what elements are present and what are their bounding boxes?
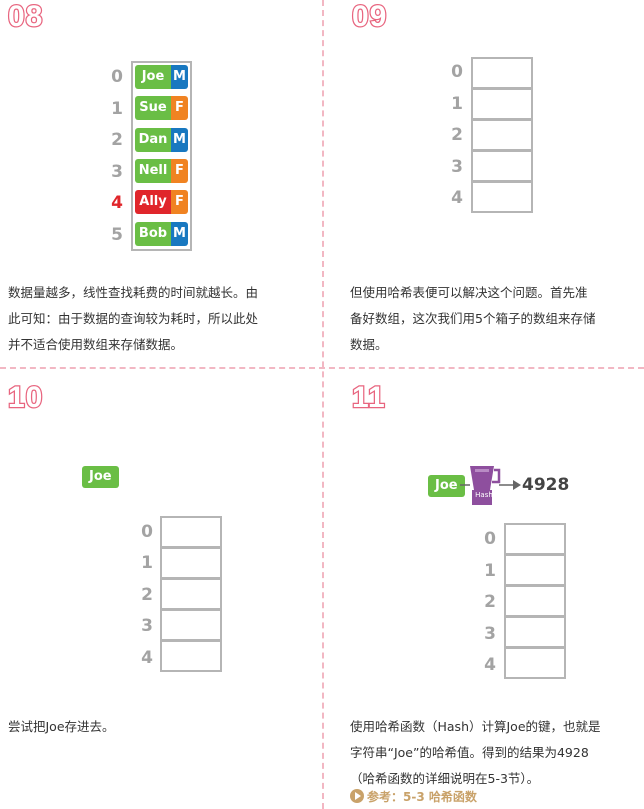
array-index: 1 (141, 553, 153, 573)
name-cell: Joe (135, 65, 171, 89)
description-line: 字符串“Joe”的哈希值。得到的结果为4928 (350, 745, 589, 760)
array-box (160, 578, 222, 610)
array-box (160, 640, 222, 672)
array-box (504, 585, 566, 617)
description-line: 使用哈希函数（Hash）计算Joe的键，也就是 (350, 719, 601, 734)
name-cell: Sue (135, 96, 171, 120)
description-line: 尝试把Joe存进去。 (8, 719, 115, 734)
panel-08-description: 数据量越多，线性查找耗费的时间就越长。由 此可知：由于数据的查询较为耗时，所以此… (8, 280, 258, 358)
step-number-10: 10 (7, 380, 44, 416)
array-index: 2 (111, 130, 123, 150)
play-arrow-icon (350, 789, 364, 803)
array-index: 3 (141, 616, 153, 636)
array-index: 5 (111, 225, 123, 245)
array-index: 1 (451, 94, 463, 114)
description-line: 但使用哈希表便可以解决这个问题。首先准 (350, 285, 588, 300)
reference-text: 参考：5-3 哈希函数 (367, 790, 477, 804)
sex-cell: F (171, 159, 188, 183)
array-index: 1 (484, 561, 496, 581)
step-number-11: 11 (351, 380, 386, 416)
array-index: 3 (484, 624, 496, 644)
array-index: 4 (484, 655, 496, 675)
sex-cell: M (171, 222, 188, 246)
horizontal-divider (0, 367, 644, 369)
array-box (471, 57, 533, 89)
joe-key-tag: Joe (428, 475, 465, 497)
array-box (160, 547, 222, 579)
name-cell: Dan (135, 128, 171, 152)
array-index: 0 (484, 529, 496, 549)
array-box (160, 609, 222, 641)
description-line: 并不适合使用数组来存储数据。 (8, 337, 184, 352)
description-line: 数据量越多，线性查找耗费的时间就越长。由 (8, 285, 259, 300)
vertical-divider (322, 0, 324, 809)
array-index: 2 (484, 592, 496, 612)
description-line: 此可知：由于数据的查询较为耗时，所以此处 (8, 311, 259, 326)
array-row-highlighted: Ally F (133, 188, 190, 216)
sex-cell: M (171, 128, 188, 152)
sex-cell: F (171, 190, 188, 214)
array-row: Nell F (133, 157, 190, 185)
panel-10-description: 尝试把Joe存进去。 (8, 714, 115, 740)
name-cell: Ally (135, 190, 171, 214)
name-cell: Nell (135, 159, 171, 183)
description-line: 数据。 (350, 337, 388, 352)
array-index: 0 (111, 67, 123, 87)
array-box (504, 647, 566, 679)
array-index: 4 (141, 648, 153, 668)
array-row: Dan M (133, 126, 190, 154)
step-number-09: 09 (351, 0, 388, 34)
array-index: 4 (451, 188, 463, 208)
array-index: 3 (451, 157, 463, 177)
description-line: 备好数组，这次我们用5个箱子的数组来存储 (350, 311, 596, 326)
array-box (471, 88, 533, 120)
array-box (504, 554, 566, 586)
array-box (504, 523, 566, 555)
array-box (471, 119, 533, 151)
sex-cell: M (171, 65, 188, 89)
array-index: 0 (141, 522, 153, 542)
description-line: （哈希函数的详细说明在5-3节）。 (350, 771, 540, 786)
step-number-08: 08 (7, 0, 44, 34)
array-index: 3 (111, 162, 123, 182)
array-row: Sue F (133, 94, 190, 122)
array-row: Joe M (133, 63, 190, 91)
array-index: 2 (141, 585, 153, 605)
reference-link[interactable]: 参考：5-3 哈希函数 (350, 788, 477, 805)
array-index: 1 (111, 99, 123, 119)
panel-09-description: 但使用哈希表便可以解决这个问题。首先准 备好数组，这次我们用5个箱子的数组来存储… (350, 280, 595, 358)
hash-function-blender-icon (460, 466, 521, 505)
array-box (504, 616, 566, 648)
array-box (471, 181, 533, 213)
array-index-highlighted: 4 (111, 193, 123, 213)
hash-label: Hash (475, 491, 493, 499)
array-row: Bob M (133, 220, 190, 248)
hash-value: 4928 (522, 475, 570, 495)
array-frame (131, 61, 192, 251)
joe-key-tag: Joe (82, 466, 119, 488)
name-cell: Bob (135, 222, 171, 246)
panel-11-description: 使用哈希函数（Hash）计算Joe的键，也就是 字符串“Joe”的哈希值。得到的… (350, 714, 601, 792)
array-box (471, 150, 533, 182)
sex-cell: F (171, 96, 188, 120)
array-index: 2 (451, 125, 463, 145)
array-index: 0 (451, 62, 463, 82)
array-box (160, 516, 222, 548)
